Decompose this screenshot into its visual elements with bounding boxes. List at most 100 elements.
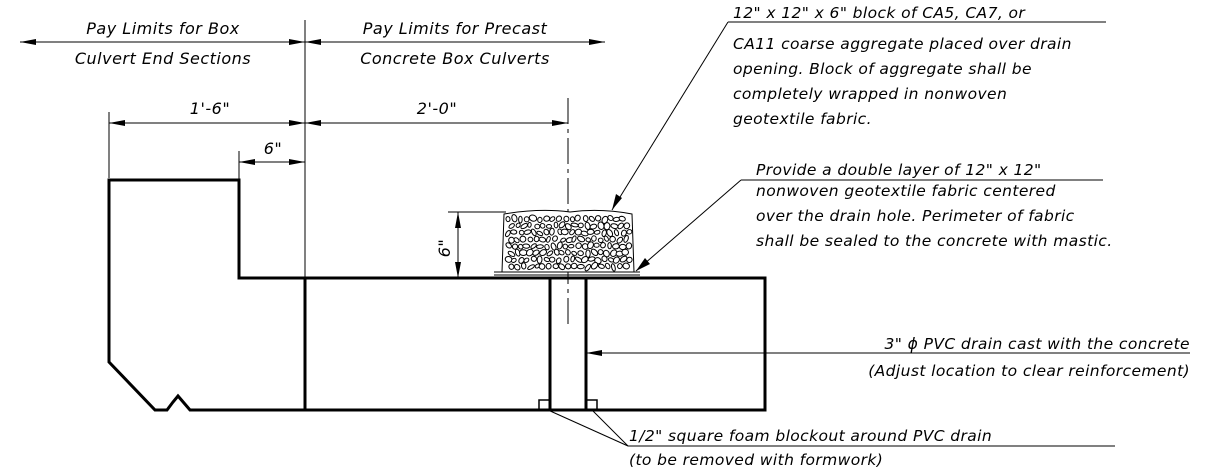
pay-limit-arrow-center-left (289, 39, 305, 45)
aggregate-stone (600, 242, 606, 249)
aggregate-stone (560, 237, 567, 243)
aggregate-stone (564, 223, 572, 231)
aggregate-stone (527, 264, 535, 271)
aggregate-stone (594, 215, 602, 222)
aggregate-stone (513, 237, 520, 244)
foam-note-leader-left (547, 409, 629, 447)
aggregate-stone (565, 249, 571, 256)
aggregate-stone (522, 243, 531, 249)
aggregate-stone (568, 243, 575, 249)
aggregate-stone (504, 230, 511, 238)
pay-limit-arrow-right (589, 39, 605, 45)
dim-arrow (289, 120, 305, 126)
note-line: over the drain hole. Perimeter of fabric (756, 207, 1075, 225)
aggregate-stone (515, 222, 521, 228)
aggregate-stone (590, 261, 599, 270)
aggregate-stone (623, 234, 629, 243)
aggregate-stone (601, 229, 607, 238)
aggregate-stone (545, 262, 552, 270)
dimension-2-0: 2'-0" (305, 99, 568, 126)
aggregate-stone (623, 222, 631, 230)
aggregate-stone (588, 215, 595, 222)
aggregate-stone (597, 237, 604, 244)
leader-arrow (636, 258, 650, 271)
aggregate-stone (621, 248, 629, 256)
aggregate-stone (530, 255, 537, 262)
aggregate-stone (523, 257, 530, 263)
dim-arrow (552, 120, 568, 126)
aggregate-stone (602, 249, 610, 258)
aggregate-stone (528, 214, 538, 222)
dim-arrow (455, 262, 461, 278)
aggregate-stone (513, 263, 521, 271)
note-line: opening. Block of aggregate shall be (733, 60, 1032, 78)
aggregate-stone (505, 216, 511, 223)
aggregate-stone (539, 223, 546, 229)
aggregate-stone (544, 243, 550, 251)
pvc-note: 3" ϕ PVC drain cast with the concrete (A… (868, 335, 1191, 380)
aggregate-stone (530, 243, 537, 249)
aggregate-stone (597, 249, 604, 256)
aggregate-block (501, 209, 635, 273)
dimension-label-2-0: 2'-0" (417, 99, 457, 118)
fabric-note: Provide a double layer of 12" x 12" nonw… (756, 161, 1113, 250)
aggregate-stone (546, 224, 552, 229)
note-line: (to be removed with formwork) (629, 451, 883, 469)
dimension-1-6: 1'-6" (108, 99, 305, 178)
aggregate-stone (538, 263, 546, 270)
note-line: shall be sealed to the concrete with mas… (756, 232, 1113, 250)
note-line: 12" x 12" x 6" block of CA5, CA7, or (733, 4, 1026, 22)
aggregate-stone (555, 215, 563, 222)
aggregate-stone (507, 250, 516, 257)
aggregate-stone (582, 215, 589, 223)
aggregate-stone (593, 229, 601, 235)
dimension-label-6-vertical: 6" (435, 239, 454, 258)
leader-arrow (586, 350, 602, 356)
aggregate-stone (543, 215, 551, 222)
note-line: CA11 coarse aggregate placed over drain (733, 35, 1072, 53)
precast-pay-limit-label-2: Concrete Box Culverts (360, 49, 550, 68)
note-line: (Adjust location to clear reinforcement) (868, 362, 1190, 380)
aggregate-stones (504, 214, 633, 272)
dim-arrow (109, 120, 125, 126)
aggregate-stone (619, 255, 628, 263)
dimension-6-horizontal: 6" (238, 139, 305, 180)
culvert-end-section-outline (107, 178, 767, 412)
aggregate-stone (603, 222, 611, 231)
aggregate-stone (563, 255, 570, 263)
aggregate-stone (618, 215, 626, 222)
dim-arrow (305, 120, 321, 126)
dim-arrow (239, 159, 255, 165)
aggregate-stone (610, 263, 616, 272)
aggregate-stone (556, 241, 563, 250)
dimension-label-6-horizontal: 6" (264, 139, 283, 158)
aggregate-stone (603, 235, 609, 242)
aggregate-stone (586, 228, 595, 235)
note-line: 1/2" square foam blockout around PVC dra… (629, 427, 992, 445)
pay-limits-header: Pay Limits for Box Culvert End Sections … (20, 19, 605, 68)
aggregate-stone (616, 236, 624, 244)
leader-arrow (612, 194, 622, 210)
dim-arrow (289, 159, 305, 165)
box-pay-limit-label-1: Pay Limits for Box (86, 19, 239, 38)
aggregate-stone (527, 222, 532, 228)
aggregate-stone (626, 256, 633, 264)
aggregate-stone (520, 262, 527, 270)
note-line: 3" ϕ PVC drain cast with the concrete (885, 335, 1191, 353)
aggregate-stone (604, 262, 611, 270)
aggregate-stone (591, 235, 597, 242)
foam-note: 1/2" square foam blockout around PVC dra… (629, 427, 992, 469)
aggregate-stone (549, 227, 555, 236)
aggregate-stone (560, 228, 569, 236)
aggregate-stone (575, 242, 582, 250)
aggregate-stone (612, 256, 620, 264)
aggregate-stone (545, 236, 551, 243)
aggregate-stone (553, 221, 559, 229)
dimension-label-1-6: 1'-6" (190, 99, 230, 118)
aggregate-stone (589, 223, 598, 230)
aggregate-stone (597, 263, 605, 269)
aggregate-stone (511, 214, 518, 223)
foam-note-leader-right (591, 409, 629, 447)
aggregate-stone (574, 214, 581, 222)
aggregate-stone (617, 263, 623, 270)
